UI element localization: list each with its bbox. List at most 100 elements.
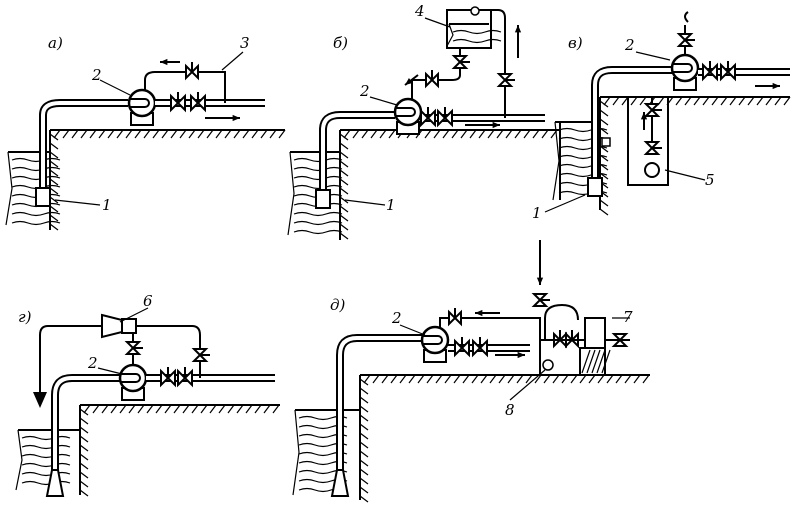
water-waves [452,29,502,44]
pump-impeller [121,373,141,383]
check-valve [601,137,611,147]
label-pump-2: 2 [359,82,370,100]
arrow-head [492,121,500,129]
pit-wall-hatch [599,100,609,216]
foot-valve-icon [587,177,603,197]
panel-v-label: в) [568,34,583,52]
water-edge [15,429,23,491]
pump-icon [118,363,148,393]
leader-line [399,324,426,336]
panel-g-labels: г) 6 2 [18,292,153,372]
pipe-inner [338,336,422,470]
pit-wall-hatch [359,378,369,503]
panel-b-labels: б) 4 2 1 [333,2,425,214]
label-pump-2: 2 [624,36,635,54]
diagram-shapes [5,6,791,503]
water-waves [298,415,348,493]
vacuum-tank-icon [584,317,606,349]
ground-hatch [83,404,280,414]
aux-pump-icon [644,162,660,178]
ground-hatch [53,129,286,139]
ejector-icon [101,313,123,339]
water-edge [287,151,295,236]
ejector-motive-line [136,325,201,378]
label-bypass-3: 3 [240,34,250,52]
pit-wall-hatch [339,133,349,240]
water-edge [292,409,300,496]
pit-wall-hatch [49,133,59,231]
pipe-inner [593,68,672,190]
water-edge [446,23,454,47]
label-valve-8: 8 [505,401,515,419]
tank-float [470,6,480,16]
arrow-head [514,25,522,33]
pump-icon [393,97,423,127]
label-pump-2: 2 [91,66,102,84]
water-edge [5,151,13,226]
label-pump-2: 2 [391,309,402,327]
label-foot-valve-1: 1 [532,204,542,222]
ejector-discharge [39,325,102,395]
valve-8-icon [542,359,554,371]
pump-icon [127,88,157,118]
leader-line [635,51,671,61]
pipe-inner [53,376,120,470]
fill-line [411,48,461,99]
suction-cone-icon [45,469,65,497]
cap [684,11,689,23]
pipe-inner [41,101,128,188]
ground-hatch [363,374,650,384]
ground-hatch [343,129,558,139]
pedestal-hatch [581,349,611,374]
panel-d-label: д) [330,296,346,314]
loop-line [544,303,579,340]
leader-line [119,307,149,323]
arrow-head [232,114,240,122]
arrow-head [160,58,168,66]
ejector-chamber [121,318,137,334]
pump-impeller [130,98,150,108]
leader-line [509,369,546,401]
panel-b-label: б) [333,34,348,52]
leader-line [664,169,706,181]
bypass-line [144,71,226,103]
pipe [39,99,128,188]
ground-hatch [603,96,791,106]
leader-line [97,367,123,375]
panel-a-label: а) [48,34,63,52]
panel-a-labels: а) 2 3 1 [48,34,250,214]
pump-impeller [423,335,443,345]
leader-line [369,96,398,106]
well-wall [627,97,669,186]
vacuum-line [439,317,541,375]
foot-valve-icon [315,189,331,209]
leader-line [221,51,244,71]
arrow-head [772,82,780,90]
label-pump-2: 2 [87,354,98,372]
pump-icon [420,325,450,355]
pump-icon [670,53,700,83]
leader-line [54,199,101,206]
label-vacuum-tank-7: 7 [623,308,633,326]
panel-g-label: г) [18,308,32,326]
label-tank-4: 4 [414,2,425,20]
arrow-head [405,78,413,85]
arrow-head [640,112,648,120]
leader-line [99,79,131,96]
label-ejector-6: 6 [143,292,153,310]
foot-valve-icon [35,187,51,207]
leader-line [424,17,451,28]
pipe [336,334,422,470]
arrow-head-down [33,392,47,408]
arrow-head [475,309,483,317]
panel-d-labels: д) 2 7 8 [330,296,633,419]
label-foot-valve-1: 1 [102,196,112,214]
water-waves [558,127,608,196]
pipe-inner [321,113,395,190]
air-line [482,9,506,118]
arrow-head [536,277,544,285]
leader-line [344,199,386,206]
water-waves [21,435,71,486]
